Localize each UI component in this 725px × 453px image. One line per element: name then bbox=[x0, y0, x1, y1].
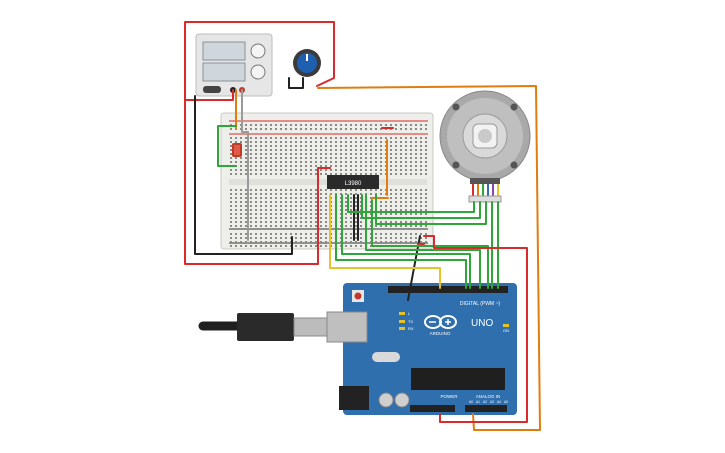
power-supply[interactable] bbox=[195, 33, 273, 97]
dc-power-jack[interactable] bbox=[339, 386, 369, 410]
wire-green-a bbox=[335, 194, 467, 289]
wire-green-d bbox=[371, 199, 489, 289]
crystal-oscillator bbox=[372, 352, 400, 362]
led-tx-label: TX bbox=[408, 319, 413, 324]
wires bbox=[184, 21, 541, 431]
wire-green-b bbox=[341, 194, 471, 289]
board-capacitor bbox=[394, 392, 410, 408]
analog-label: ANALOG IN bbox=[476, 394, 501, 399]
wire-green-cap bbox=[217, 125, 237, 167]
led-on-label: ON bbox=[503, 328, 509, 333]
wire-black-gnd bbox=[194, 95, 293, 255]
reset-button[interactable] bbox=[354, 292, 362, 300]
arduino-uno[interactable]: DIGITAL (PWM ~) UNO ARDUINO L TX RX ON P… bbox=[326, 283, 517, 415]
usb-jack[interactable] bbox=[326, 311, 368, 343]
analog-pin-label: A0 bbox=[469, 400, 473, 404]
power-label: POWER bbox=[440, 394, 458, 399]
wire-green-c bbox=[365, 194, 481, 289]
ic-label: L3980 bbox=[345, 181, 362, 187]
atmega-chip bbox=[411, 368, 505, 390]
wire-green-motor-a bbox=[347, 194, 475, 213]
digital-header[interactable] bbox=[388, 286, 508, 293]
analog-header[interactable] bbox=[465, 405, 507, 412]
board-capacitor bbox=[378, 392, 394, 408]
led-rx-label: RX bbox=[408, 326, 414, 331]
arduino-logo bbox=[424, 315, 457, 329]
analog-pin-label: A1 bbox=[476, 400, 480, 404]
wire-green-motor-c bbox=[375, 194, 487, 225]
wire-black-ic bbox=[353, 194, 359, 241]
wire-red-supply bbox=[184, 21, 335, 101]
power-header[interactable] bbox=[410, 405, 455, 412]
board-brand: ARDUINO bbox=[430, 331, 451, 336]
digital-header-label: DIGITAL (PWM ~) bbox=[460, 301, 500, 307]
motor-driver-ic[interactable]: L3980 bbox=[327, 175, 379, 189]
analog-pin-label: A5 bbox=[504, 400, 508, 404]
wire-yellow bbox=[329, 194, 441, 289]
wire-orange-pot bbox=[317, 85, 541, 431]
usb-cable[interactable] bbox=[198, 313, 328, 341]
board-model: UNO bbox=[471, 318, 493, 329]
wire-green-motor-b bbox=[361, 194, 481, 219]
breadboard-holes bbox=[230, 124, 427, 247]
wire-red-5v bbox=[423, 235, 528, 423]
analog-pin-label: A4 bbox=[497, 400, 501, 404]
wire-gray-supply bbox=[241, 89, 249, 241]
analog-pin-label: A2 bbox=[483, 400, 487, 404]
led-l-label: L bbox=[408, 311, 411, 316]
stepper-motor[interactable] bbox=[439, 90, 531, 203]
analog-pin-label: A3 bbox=[490, 400, 494, 404]
capacitor[interactable] bbox=[232, 143, 242, 157]
potentiometer[interactable] bbox=[293, 49, 321, 77]
wire-black-pot bbox=[288, 77, 304, 89]
